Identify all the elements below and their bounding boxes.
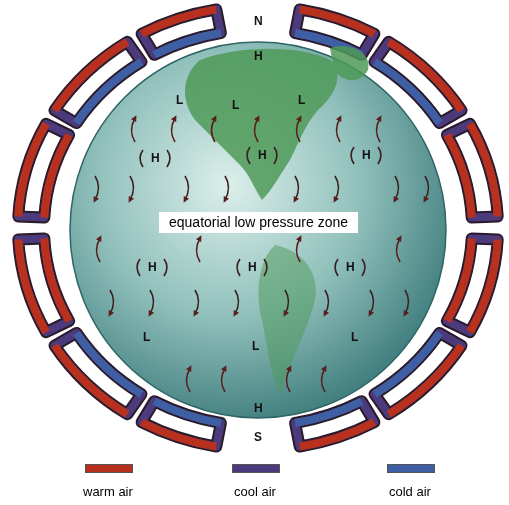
wind-arrow [297, 238, 301, 262]
swirl [140, 150, 170, 167]
high-pressure-swirls [137, 147, 381, 276]
legend-label: cool air [234, 484, 276, 499]
wind-arrow [325, 290, 329, 314]
wind-arrow [130, 176, 134, 200]
globe [70, 42, 446, 418]
wind-arrow [285, 290, 289, 314]
pressure-label: L [143, 331, 150, 343]
wind-arrow [235, 290, 239, 314]
wind-arrow [150, 290, 154, 314]
wind-arrow [185, 176, 189, 200]
wind-arrow [337, 118, 341, 142]
wind-arrow [395, 176, 399, 200]
pressure-label: H [248, 261, 257, 273]
pressure-label: H [151, 152, 160, 164]
zone-band: equatorial low pressure zone [159, 212, 358, 233]
swirl [137, 259, 167, 276]
wind-arrow [172, 118, 176, 142]
wind-arrow [287, 368, 291, 392]
wind-arrow [255, 118, 259, 142]
surface-winds [95, 118, 429, 392]
pressure-label: L [351, 331, 358, 343]
pole-label: N [254, 15, 263, 27]
wind-arrow [222, 368, 226, 392]
wind-arrow [297, 118, 301, 142]
circulation-cells [18, 9, 497, 446]
wind-arrow [110, 290, 114, 314]
wind-arrow [212, 118, 216, 142]
pressure-label: H [254, 50, 263, 62]
pole-label: S [254, 431, 262, 443]
wind-arrow [370, 290, 374, 314]
wind-arrow [295, 176, 299, 200]
wind-arrow [322, 368, 326, 392]
legend-swatch [232, 464, 280, 473]
wind-arrow [377, 118, 381, 142]
pressure-label: H [254, 402, 263, 414]
pressure-label: L [298, 94, 305, 106]
north-america [185, 49, 337, 200]
pressure-label: H [148, 261, 157, 273]
wind-arrow [97, 238, 101, 262]
legend-swatch [387, 464, 435, 473]
pressure-label: H [362, 149, 371, 161]
pressure-label: H [346, 261, 355, 273]
wind-arrow [197, 238, 201, 262]
wind-arrow [335, 176, 339, 200]
wind-arrow [187, 368, 191, 392]
legend-label: cold air [389, 484, 431, 499]
pressure-label: L [252, 340, 259, 352]
swirl [351, 147, 381, 164]
pressure-label: L [176, 94, 183, 106]
zone-label: equatorial low pressure zone [169, 214, 348, 230]
wind-arrow [405, 290, 409, 314]
legend-swatch [85, 464, 133, 473]
pressure-label: H [258, 149, 267, 161]
legend-label: warm air [83, 484, 133, 499]
wind-arrow [132, 118, 136, 142]
pressure-label: L [232, 99, 239, 111]
swirl [335, 259, 365, 276]
wind-arrow [397, 238, 401, 262]
swirl [237, 259, 267, 276]
wind-arrow [225, 176, 229, 200]
wind-arrow [425, 176, 429, 200]
swirl [247, 147, 277, 164]
wind-arrow [95, 176, 99, 200]
greenland [330, 46, 368, 80]
wind-arrow [195, 290, 199, 314]
